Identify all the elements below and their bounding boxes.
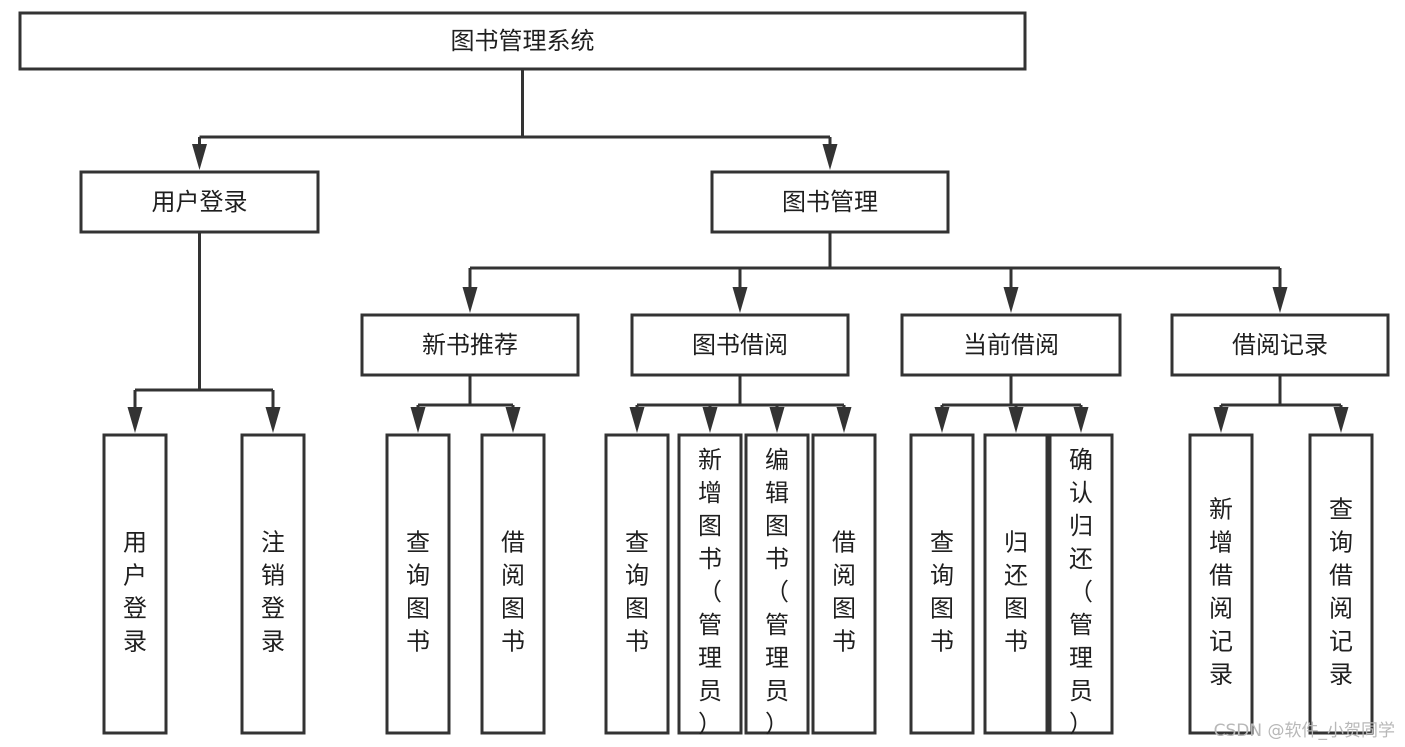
arrow-head	[1003, 287, 1019, 313]
node-label: 查询图书	[625, 529, 649, 656]
node-leaf-query-book-3[interactable]: 查询图书	[909, 433, 975, 735]
node-box[interactable]	[677, 433, 743, 735]
node-root[interactable]: 图书管理系统	[18, 11, 1027, 71]
connector-group	[192, 69, 838, 170]
connector-layer	[127, 69, 1349, 433]
node-leaf-edit-book-admin[interactable]: 编辑图书（管理员）	[744, 433, 810, 738]
arrow-head	[1272, 287, 1288, 313]
node-current-borrow[interactable]: 当前借阅	[900, 313, 1122, 377]
node-label: 图书管理系统	[451, 27, 595, 55]
node-label: 新书推荐	[422, 331, 518, 359]
node-leaf-user-login[interactable]: 用户登录	[102, 433, 168, 735]
node-box[interactable]	[983, 433, 1049, 735]
node-box[interactable]	[909, 433, 975, 735]
node-label: 图书管理	[782, 188, 878, 216]
node-label: 用户登录	[123, 529, 147, 656]
node-box[interactable]	[480, 433, 546, 735]
node-label: 借阅图书	[832, 529, 856, 656]
arrow-head	[822, 144, 838, 170]
node-leaf-add-book-admin[interactable]: 新增图书（管理员）	[677, 433, 743, 738]
node-label: 查询图书	[406, 529, 430, 656]
arrow-head	[836, 407, 852, 433]
node-leaf-query-borrow-record[interactable]: 查询借阅记录	[1308, 433, 1374, 735]
node-box[interactable]	[900, 313, 1122, 377]
arrow-head	[1213, 407, 1229, 433]
node-book-borrow[interactable]: 图书借阅	[630, 313, 850, 377]
node-label: 借阅记录	[1232, 331, 1328, 359]
node-label: 注销登录	[261, 529, 285, 656]
node-borrow-record[interactable]: 借阅记录	[1170, 313, 1390, 377]
arrow-head	[127, 407, 143, 433]
node-box[interactable]	[385, 433, 451, 735]
connector-group	[1213, 375, 1349, 433]
node-box[interactable]	[710, 170, 950, 234]
node-box[interactable]	[18, 11, 1027, 71]
node-leaf-borrow-book-2[interactable]: 借阅图书	[811, 433, 877, 735]
connector-group	[462, 232, 1288, 313]
node-label: 确认归还（管理员）	[1069, 446, 1093, 738]
node-leaf-query-book-1[interactable]: 查询图书	[385, 433, 451, 735]
arrow-head	[462, 287, 478, 313]
node-book-manage[interactable]: 图书管理	[710, 170, 950, 234]
node-box[interactable]	[1170, 313, 1390, 377]
node-label: 编辑图书（管理员）	[765, 446, 789, 738]
node-box[interactable]	[1048, 433, 1114, 735]
arrow-head	[934, 407, 950, 433]
arrow-head	[702, 407, 718, 433]
node-label: 当前借阅	[963, 331, 1059, 359]
node-leaf-add-borrow-record[interactable]: 新增借阅记录	[1188, 433, 1254, 735]
arrow-head	[769, 407, 785, 433]
arrow-head	[732, 287, 748, 313]
node-box[interactable]	[240, 433, 306, 735]
arrow-head	[629, 407, 645, 433]
node-label: 查询图书	[930, 529, 954, 656]
node-label: 新增借阅记录	[1209, 496, 1233, 689]
node-label: 查询借阅记录	[1329, 496, 1353, 689]
connector-group	[127, 232, 281, 433]
arrow-head	[1008, 407, 1024, 433]
node-label: 用户登录	[152, 188, 248, 216]
node-box[interactable]	[811, 433, 877, 735]
node-box[interactable]	[630, 313, 850, 377]
node-leaf-query-book-2[interactable]: 查询图书	[604, 433, 670, 735]
node-box[interactable]	[604, 433, 670, 735]
node-leaf-borrow-book-1[interactable]: 借阅图书	[480, 433, 546, 735]
node-box[interactable]	[102, 433, 168, 735]
node-label: 图书借阅	[692, 331, 788, 359]
node-box[interactable]	[360, 313, 580, 377]
node-user-login[interactable]: 用户登录	[79, 170, 320, 234]
arrow-head	[410, 407, 426, 433]
node-label: 新增图书（管理员）	[698, 446, 722, 738]
node-box[interactable]	[1308, 433, 1374, 735]
node-label: 借阅图书	[501, 529, 525, 656]
node-box[interactable]	[1188, 433, 1254, 735]
node-leaf-user-logout[interactable]: 注销登录	[240, 433, 306, 735]
arrow-head	[1073, 407, 1089, 433]
connector-group	[934, 375, 1089, 433]
connector-group	[410, 375, 521, 433]
node-box[interactable]	[79, 170, 320, 234]
node-label: 归还图书	[1004, 529, 1028, 656]
node-leaf-confirm-return-admin[interactable]: 确认归还（管理员）	[1048, 433, 1114, 738]
arrow-head	[265, 407, 281, 433]
arrow-head	[505, 407, 521, 433]
arrow-head	[192, 144, 207, 170]
connector-group	[629, 375, 852, 433]
arrow-head	[1333, 407, 1349, 433]
node-box[interactable]	[744, 433, 810, 735]
node-new-book-recommend[interactable]: 新书推荐	[360, 313, 580, 377]
node-leaf-return-book[interactable]: 归还图书	[983, 433, 1049, 735]
node-layer: 图书管理系统用户登录图书管理新书推荐图书借阅当前借阅借阅记录用户登录注销登录查询…	[18, 11, 1390, 738]
